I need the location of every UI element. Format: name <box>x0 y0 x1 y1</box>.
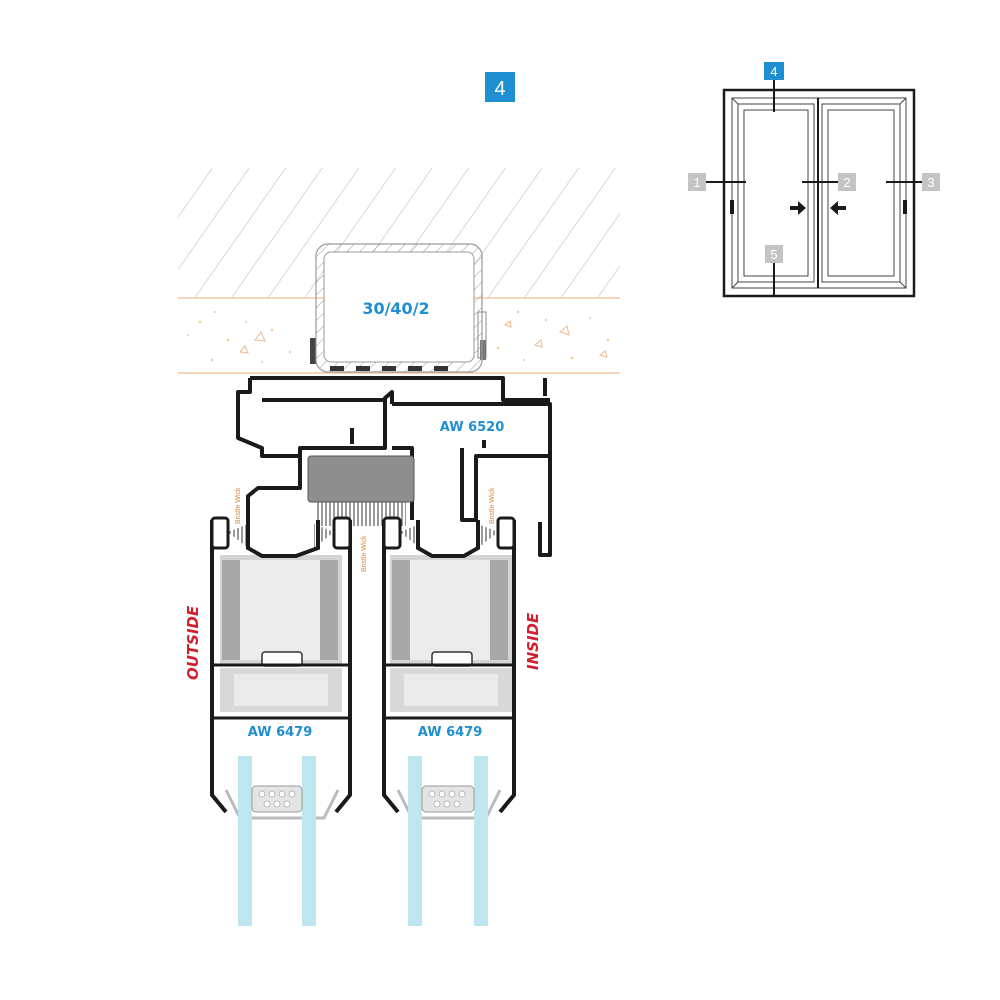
bristle-wick-label-right: Bristle Wick <box>489 487 496 524</box>
inside-label: INSIDE <box>524 612 542 670</box>
frame-profile-label: AW 6520 <box>440 420 505 435</box>
steel-tube-label: 30/40/2 <box>362 299 429 318</box>
key-plan: 4 1 2 3 5 <box>688 62 940 298</box>
key-plan-marker-1: 1 <box>693 175 700 190</box>
right-sash-label: AW 6479 <box>418 725 483 740</box>
bristle-wick-label-left: Bristle Wick <box>235 487 242 524</box>
glazing-left <box>238 756 316 926</box>
left-sash-profile <box>210 516 352 820</box>
frame-profile <box>236 376 552 557</box>
steel-tube <box>310 243 487 373</box>
section-badge-text: 4 <box>494 78 505 100</box>
key-plan-marker-2: 2 <box>843 175 850 190</box>
bristle-wick-label-center: Bristle Wick <box>361 535 368 572</box>
key-plan-marker-3: 3 <box>927 175 934 190</box>
left-sash-label: AW 6479 <box>248 725 313 740</box>
central-brush-seal <box>307 455 415 526</box>
key-plan-marker-4: 4 <box>770 64 777 79</box>
section-badge: 4 <box>485 72 515 102</box>
outside-label: OUTSIDE <box>184 605 202 680</box>
key-plan-marker-5: 5 <box>770 247 777 262</box>
glazing-right <box>408 756 488 926</box>
right-sash-profile <box>382 516 516 820</box>
